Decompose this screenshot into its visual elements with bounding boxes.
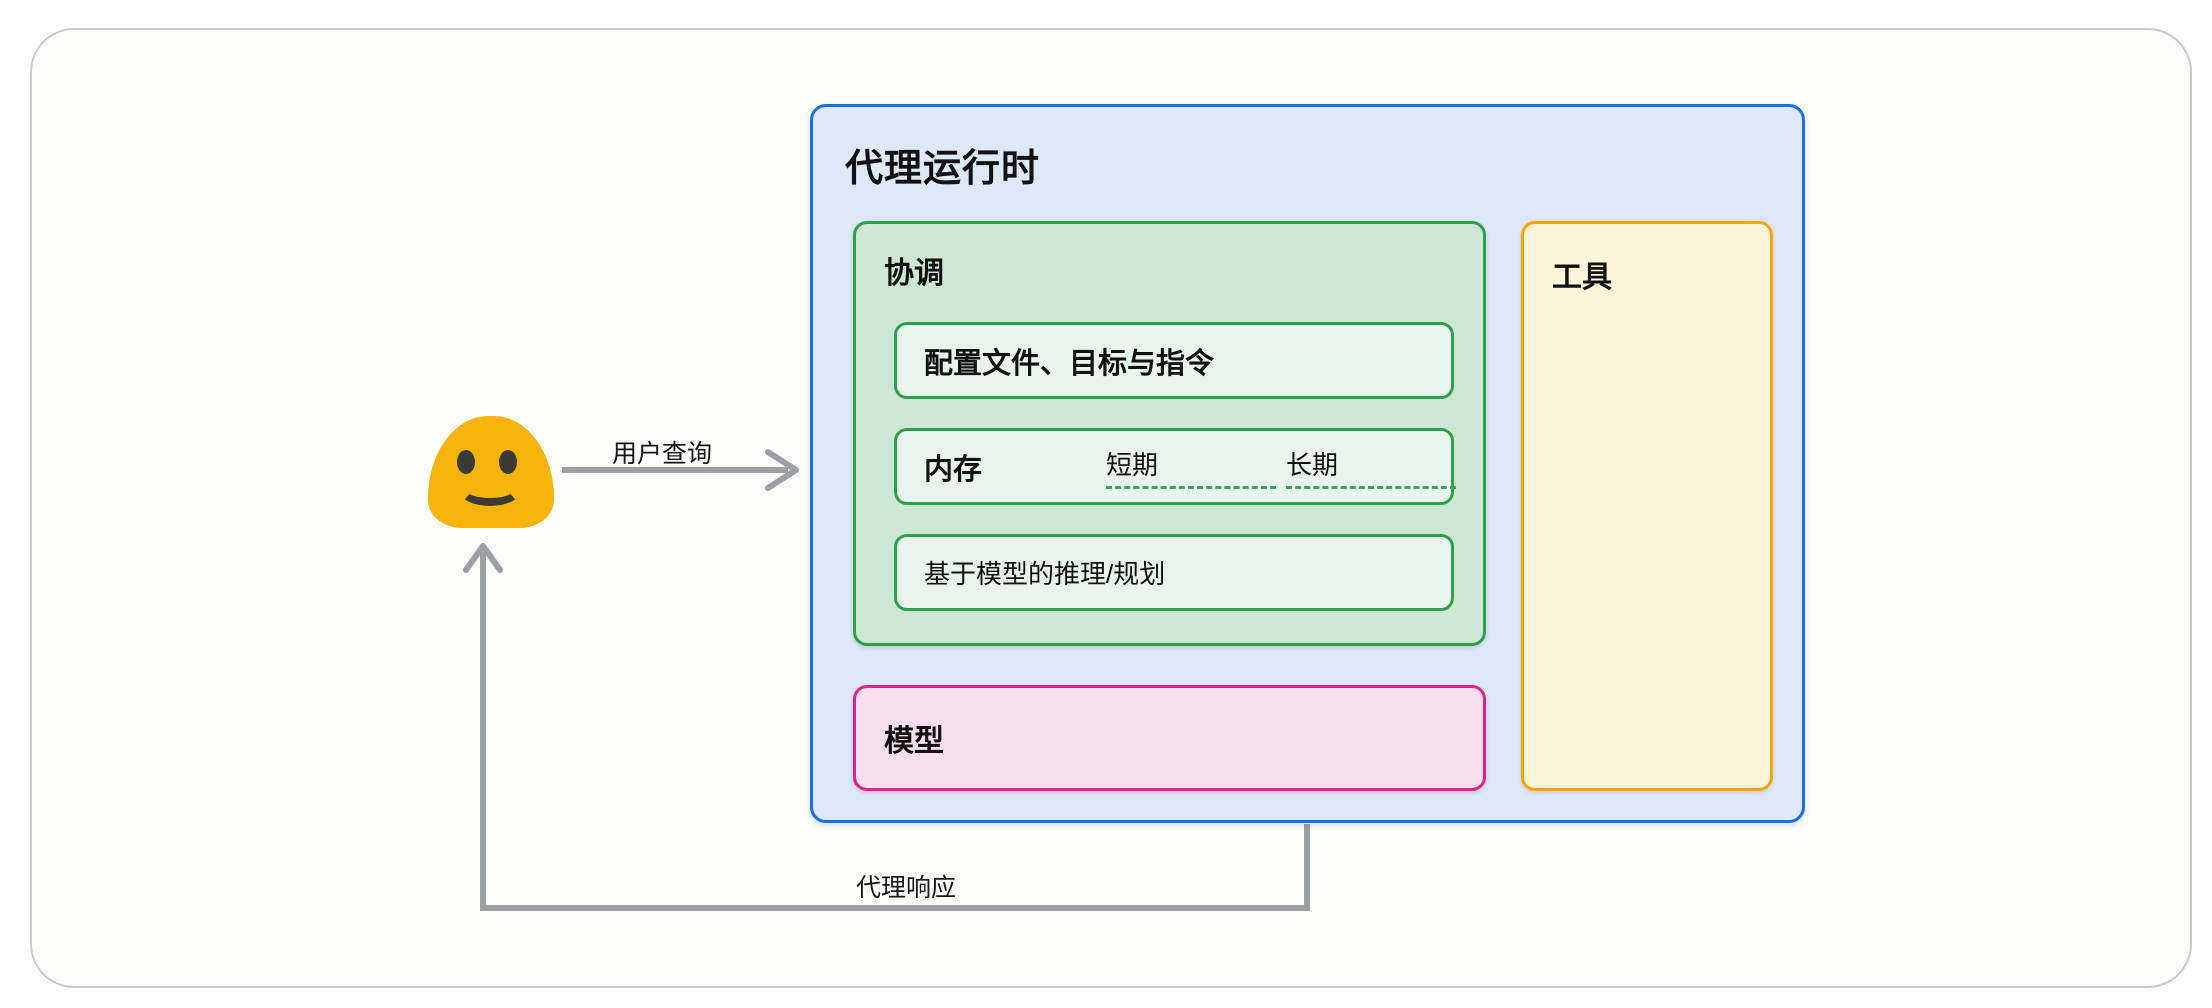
orchestration-box: 协调 配置文件、目标与指令 内存 短期 长期 基于模型的推理/规划 <box>853 221 1486 646</box>
emoji-right-eye-icon <box>499 450 517 474</box>
user-query-label: 用户查询 <box>612 440 713 468</box>
short-term-memory-label: 短期 <box>1106 445 1277 489</box>
reasoning-planning-box: 基于模型的推理/规划 <box>894 534 1454 611</box>
agent-runtime-box: 代理运行时 协调 配置文件、目标与指令 内存 短期 长期 基于模型的推理/规划 … <box>810 104 1805 823</box>
profile-goals-instructions-box: 配置文件、目标与指令 <box>894 322 1454 399</box>
orchestration-title: 协调 <box>884 257 944 290</box>
reasoning-planning-label: 基于模型的推理/规划 <box>924 559 1166 589</box>
emoji-left-eye-icon <box>457 450 475 474</box>
model-title: 模型 <box>884 725 944 758</box>
memory-box: 内存 短期 长期 <box>894 428 1457 505</box>
profile-goals-instructions-label: 配置文件、目标与指令 <box>924 347 1215 380</box>
emoji-smile-icon <box>459 474 521 506</box>
agent-response-label: 代理响应 <box>856 874 957 902</box>
tools-box: 工具 <box>1521 221 1773 791</box>
agent-runtime-title: 代理运行时 <box>845 148 1041 190</box>
model-box: 模型 <box>853 685 1486 791</box>
tools-title: 工具 <box>1552 261 1612 294</box>
long-term-memory-label: 长期 <box>1286 445 1457 489</box>
memory-title: 内存 <box>924 453 983 486</box>
